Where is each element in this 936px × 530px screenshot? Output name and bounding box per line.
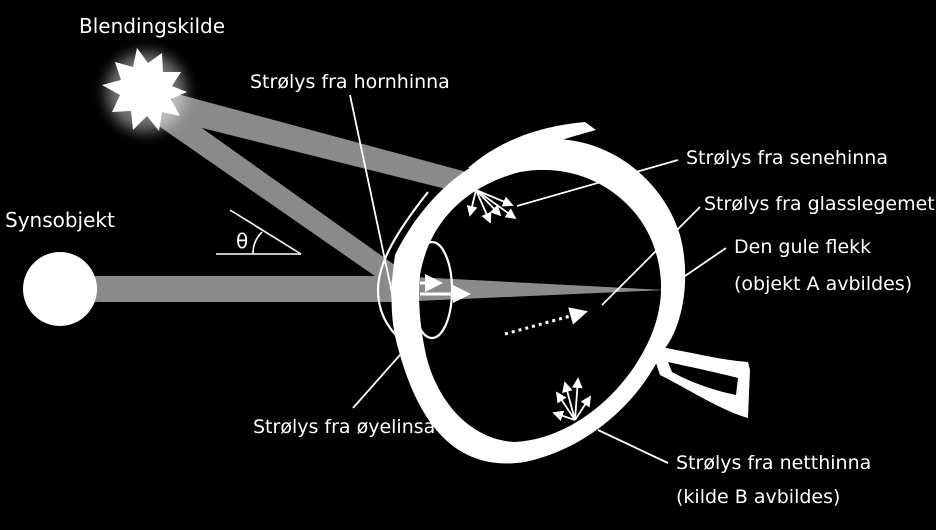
leader-lines [349, 94, 727, 464]
label-sclera-scatter: Strølys fra senehinna [686, 147, 888, 169]
label-vitreous-scatter: Strølys fra glasslegemet [704, 193, 935, 215]
label-lens-scatter: Strølys fra øyelinsa [253, 416, 435, 438]
visual-object-circle [23, 252, 97, 326]
label-cornea-scatter: Strølys fra hornhinna [250, 71, 450, 93]
glare-source-icon [102, 48, 187, 132]
label-retina-line1: Strølys fra netthinna [676, 452, 871, 474]
upper-sclera-band [468, 122, 596, 170]
label-visual-object: Synsobjekt [5, 208, 115, 232]
cornea [376, 191, 429, 350]
glare-beam-to-sclera [170, 92, 478, 195]
eye [376, 122, 750, 464]
focused-beam-inside-eye [395, 276, 665, 302]
glare-beam-to-cornea [150, 104, 420, 290]
eye-wall [391, 139, 686, 464]
sclera-scatter-rays [466, 189, 517, 224]
vitreous-scatter-arrow [504, 307, 588, 336]
label-angle: θ [236, 229, 248, 253]
retina-scatter-rays [552, 377, 591, 421]
object-beam [60, 276, 395, 302]
angle-marker [216, 209, 302, 255]
lens [410, 240, 454, 340]
optic-nerve-sheath [668, 362, 738, 395]
label-macula-line1: Den gule flekk [734, 236, 871, 258]
label-retina-line2: (kilde B avbildes) [676, 486, 840, 508]
label-macula-line2: (objekt A avbildes) [734, 273, 912, 295]
label-glare-source: Blendingskilde [79, 14, 225, 38]
